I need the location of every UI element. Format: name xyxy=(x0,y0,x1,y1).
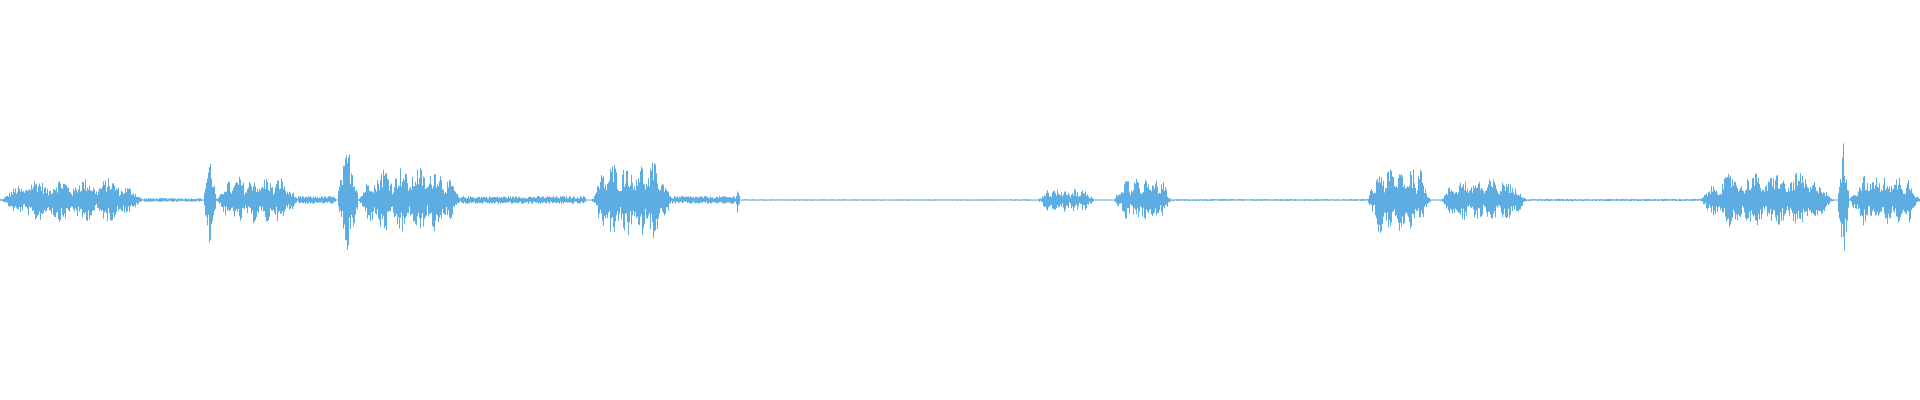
waveform-samples xyxy=(0,143,1920,251)
waveform-path xyxy=(0,143,1920,251)
